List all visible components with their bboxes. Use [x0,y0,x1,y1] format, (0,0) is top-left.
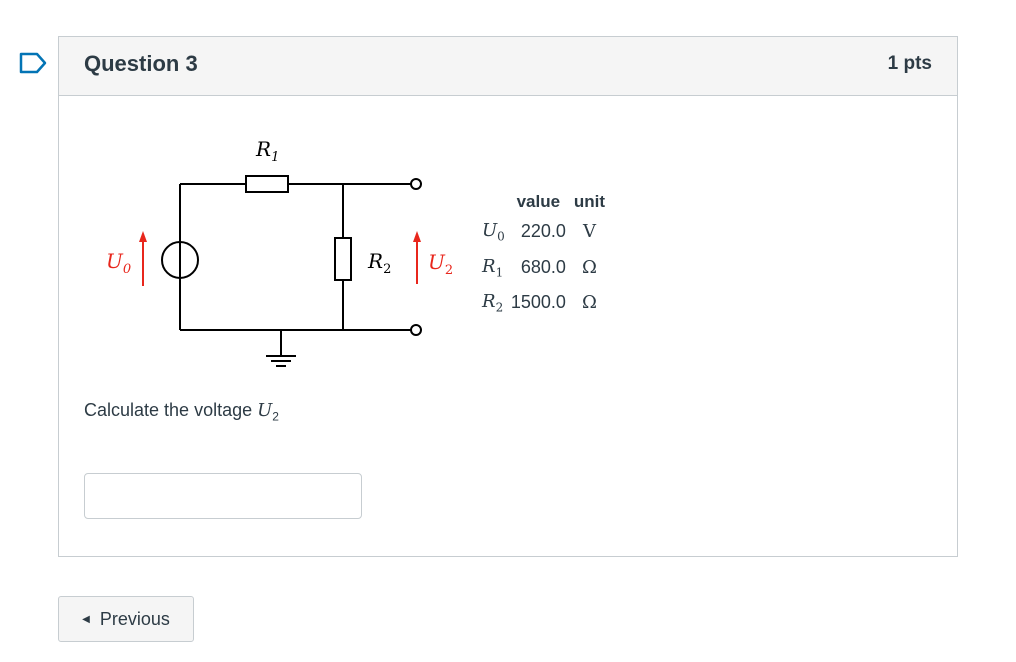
unit-cell: Ω [581,256,597,278]
prompt-variable-sub: 2 [272,409,279,424]
previous-button[interactable]: ◀ Previous [58,596,194,642]
resistor-r1 [245,175,289,193]
u0-arrow [139,231,147,286]
resistor-r2 [334,237,352,281]
question-prompt: Calculate the voltage U2 [84,400,279,424]
symbol-cell: R1 [482,255,504,280]
question-header: Question 3 1 pts [59,37,957,96]
unit-cell: V [582,221,596,243]
value-cell: 680.0 [520,256,566,277]
previous-label: Previous [99,608,170,629]
terminal-bottom [410,324,422,336]
values-table: value unit U0 220.0 V R1 680.0 Ω R2 1500… [478,190,609,321]
header-unit: unit [573,192,606,211]
value-cell: 1500.0 [510,292,566,313]
symbol-cell: R2 [482,291,504,315]
unit-cell: Ω [581,292,597,314]
header-symbol [478,190,507,214]
answer-input[interactable] [84,473,362,519]
label-u2: U2 [428,250,453,278]
prompt-variable: U [257,400,273,421]
question-title: Question 3 [84,51,198,76]
table-row: R1 680.0 Ω [478,250,609,286]
symbol-cell: U0 [482,220,505,244]
table-row: U0 220.0 V [478,214,609,250]
terminal-top [410,178,422,190]
label-u0: U0 [106,249,131,277]
u2-arrow [413,231,421,284]
label-r1: R1 [255,137,279,165]
values-table-header: value unit [478,190,609,214]
header-value: value [516,192,561,211]
flag-question-icon[interactable] [19,52,47,74]
question-points: 1 pts [887,53,932,74]
table-row: R2 1500.0 Ω [478,285,609,321]
value-cell: 220.0 [520,221,566,242]
label-r2: R2 [367,249,391,277]
caret-left-icon: ◀ [82,613,90,625]
question-card: Question 3 1 pts [58,36,958,557]
circuit-diagram: R1 R2 U0 U2 [106,137,453,367]
prompt-text: Calculate the voltage [84,400,258,420]
